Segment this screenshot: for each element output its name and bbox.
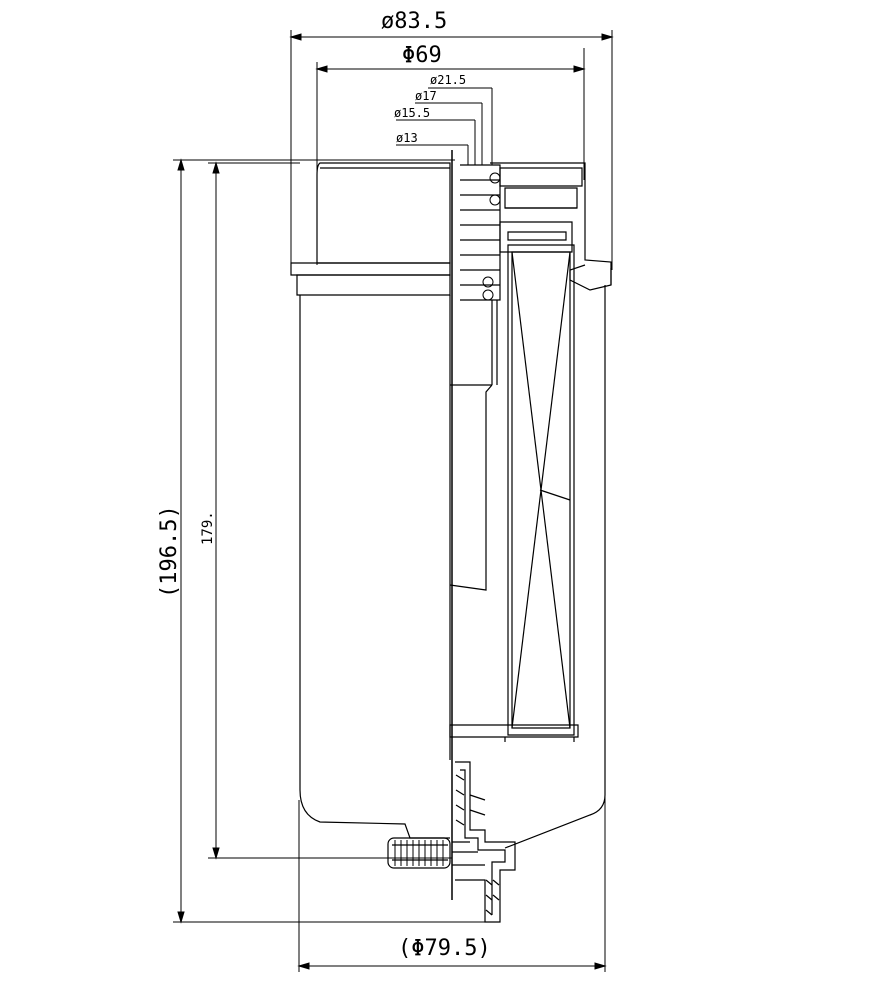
bore-15-5-label: ø15.5 [394,106,430,120]
overall-height-label: (196.5) [157,505,182,598]
base-diameter-label: (Φ79.5) [398,936,491,961]
outer-diameter-label: ø83.5 [381,9,447,34]
housing-exterior [291,163,450,868]
housing-section [450,163,611,848]
drain-knob-knurl [395,840,443,866]
dimension-outer-diameter [291,30,612,270]
drain-valve-section [452,762,515,922]
bore-21-5-label: ø21.5 [430,73,466,87]
dimension-body-height [208,163,452,858]
seal-rings [482,172,501,301]
dimension-overall-height [173,160,485,922]
dimension-body-diameter [317,48,584,265]
dimension-bores [396,88,492,165]
body-height-label: 179. [200,511,216,545]
bore-13-label: ø13 [396,131,418,145]
body-diameter-label: Φ69 [402,43,442,68]
dimension-base-diameter [299,790,605,972]
bore-17-label: ø17 [415,89,437,103]
